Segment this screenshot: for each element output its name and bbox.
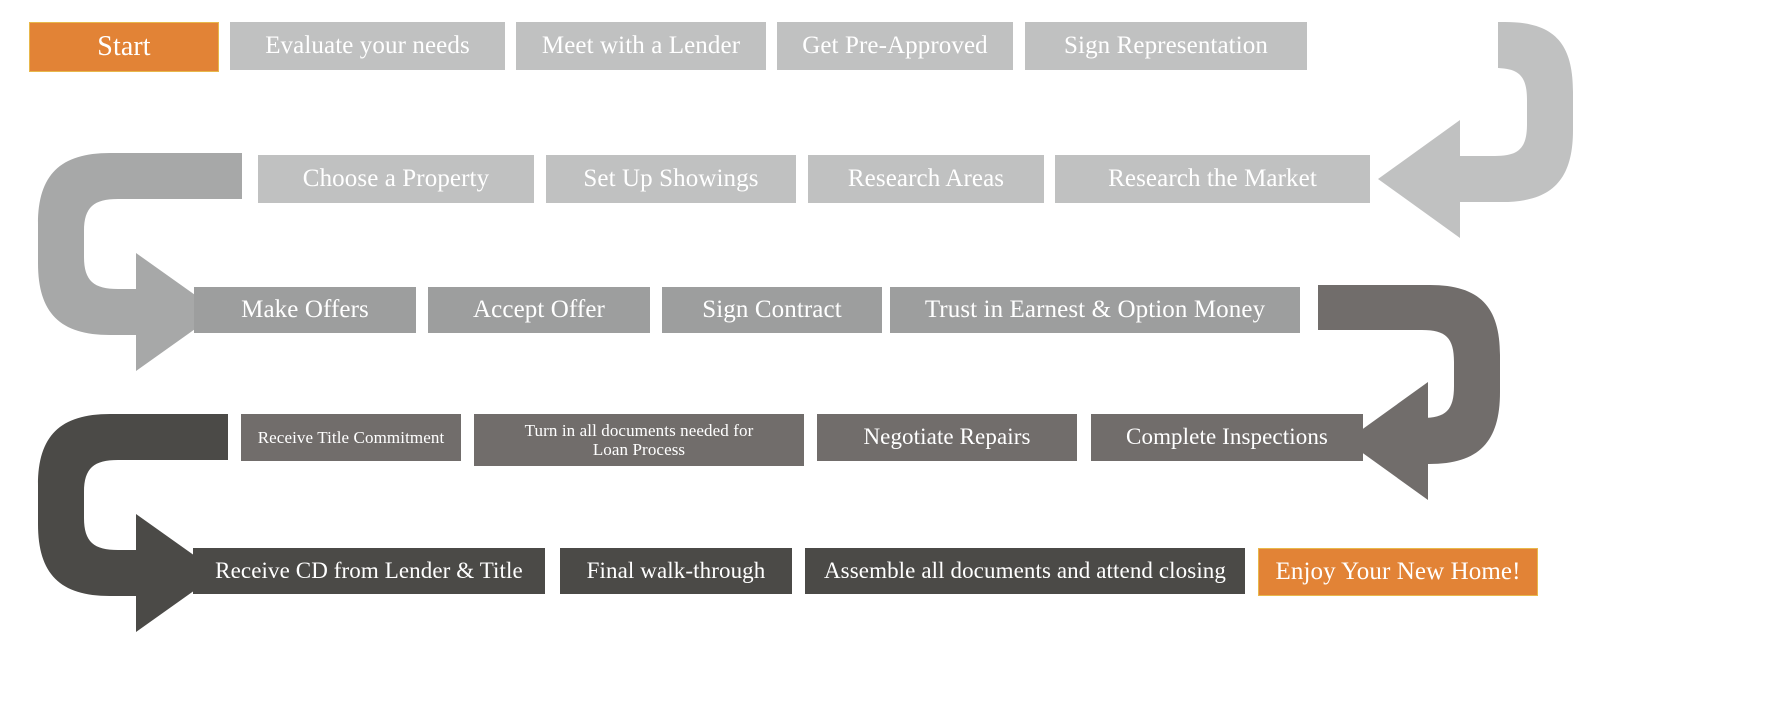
node-label: Receive Title Commitment	[257, 427, 445, 447]
node-label: Negotiate Repairs	[863, 424, 1031, 450]
node-final-walk-through[interactable]: Final walk-through	[560, 548, 792, 594]
node-research-areas[interactable]: Research Areas	[808, 155, 1044, 203]
node-evaluate-your-needs[interactable]: Evaluate your needs	[230, 22, 505, 70]
node-label: Choose a Property	[302, 164, 490, 192]
node-label: Set Up Showings	[583, 164, 759, 192]
node-label: Complete Inspections	[1126, 424, 1328, 450]
node-label: Research Areas	[847, 164, 1005, 192]
node-label: Sign Contract	[702, 295, 842, 323]
u-turn-left-row2-to-row3-icon	[38, 153, 242, 371]
node-label: Sign Representation	[1064, 31, 1268, 59]
node-label: Accept Offer	[473, 295, 605, 323]
node-negotiate-repairs[interactable]: Negotiate Repairs	[817, 414, 1077, 461]
node-get-pre-approved[interactable]: Get Pre-Approved	[777, 22, 1013, 70]
node-start[interactable]: Start	[29, 22, 219, 72]
node-label: Research the Market	[1108, 164, 1317, 192]
node-accept-offer[interactable]: Accept Offer	[428, 287, 650, 333]
node-label: Meet with a Lender	[541, 31, 741, 59]
u-turn-right-row3-to-row4-icon	[1318, 285, 1500, 500]
node-label: Get Pre-Approved	[802, 31, 988, 59]
node-meet-with-a-lender[interactable]: Meet with a Lender	[516, 22, 766, 70]
node-label: Assemble all documents and attend closin…	[823, 557, 1227, 583]
node-research-the-market[interactable]: Research the Market	[1055, 155, 1370, 203]
node-assemble-all-documents-and-attend-closing[interactable]: Assemble all documents and attend closin…	[805, 548, 1245, 594]
node-sign-representation[interactable]: Sign Representation	[1025, 22, 1307, 70]
node-complete-inspections[interactable]: Complete Inspections	[1091, 414, 1363, 461]
node-set-up-showings[interactable]: Set Up Showings	[546, 155, 796, 203]
node-label: Receive CD from Lender & Title	[215, 557, 523, 583]
node-label: Start	[97, 31, 151, 63]
node-label: Make Offers	[241, 295, 369, 323]
node-make-offers[interactable]: Make Offers	[194, 287, 416, 333]
node-trust-in-earnest-and-option-money[interactable]: Trust in Earnest & Option Money	[890, 287, 1300, 333]
node-choose-a-property[interactable]: Choose a Property	[258, 155, 534, 203]
node-label: Enjoy Your New Home!	[1275, 557, 1521, 585]
node-label: Final walk-through	[586, 557, 766, 583]
node-sign-contract[interactable]: Sign Contract	[662, 287, 882, 333]
node-label: Evaluate your needs	[265, 31, 470, 59]
node-receive-cd-from-lender-and-title[interactable]: Receive CD from Lender & Title	[193, 548, 545, 594]
node-receive-title-commitment[interactable]: Receive Title Commitment	[241, 414, 461, 461]
u-turn-right-row1-to-row2-icon	[1378, 22, 1573, 238]
node-label: Trust in Earnest & Option Money	[924, 295, 1266, 323]
u-turn-left-row4-to-row5-icon	[38, 414, 228, 632]
node-enjoy-your-new-home[interactable]: Enjoy Your New Home!	[1258, 548, 1538, 596]
